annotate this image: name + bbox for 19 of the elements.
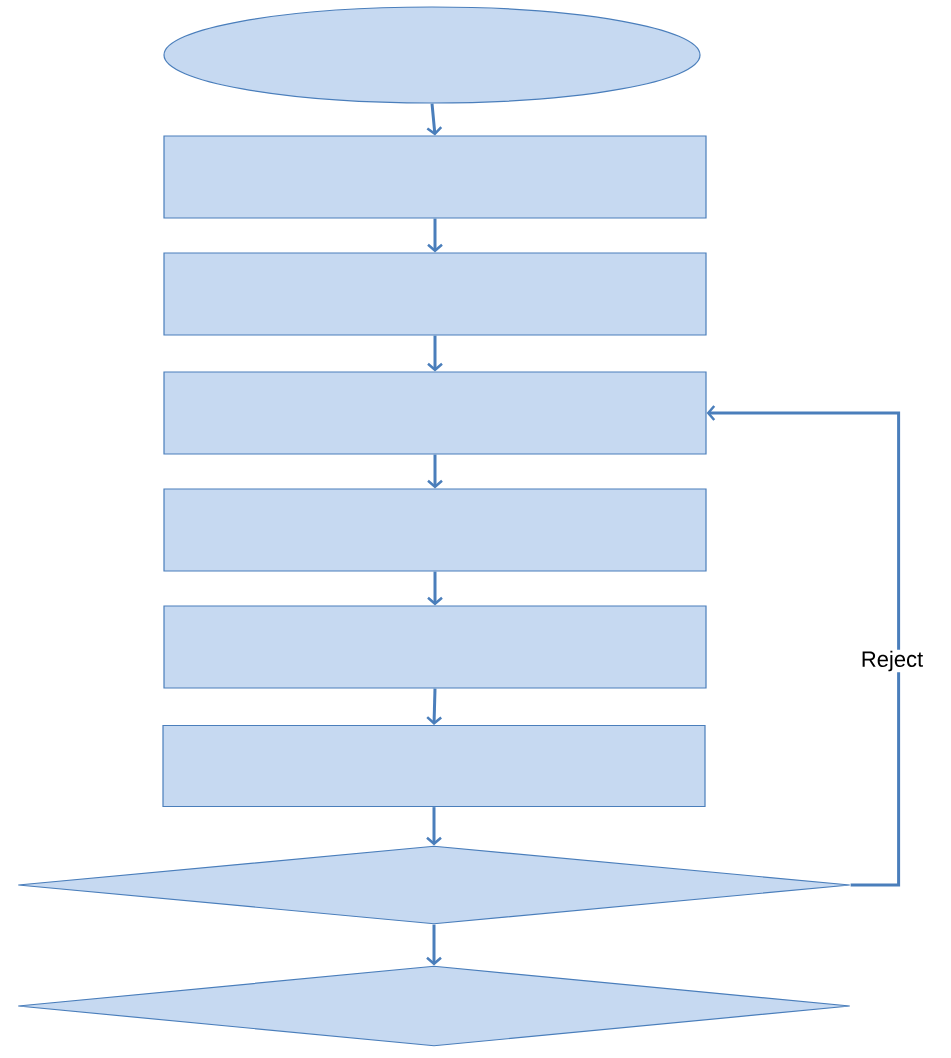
process-box [163, 371, 707, 455]
arrow [427, 335, 443, 372]
arrow [427, 571, 443, 606]
arrow [426, 103, 443, 136]
start-ellipse [163, 6, 701, 104]
decision-diamond [17, 965, 851, 1047]
decision-diamond [17, 845, 851, 925]
arrow [426, 688, 442, 725]
edge-label: Reject [859, 649, 925, 673]
process-box [163, 488, 707, 572]
arrow [426, 924, 442, 966]
process-box [162, 724, 706, 808]
arrow [427, 454, 443, 489]
process-box [163, 252, 707, 336]
process-box [163, 605, 707, 689]
arrow [426, 807, 442, 846]
arrow [427, 218, 443, 253]
arrow [706, 405, 901, 887]
process-box [163, 135, 707, 219]
